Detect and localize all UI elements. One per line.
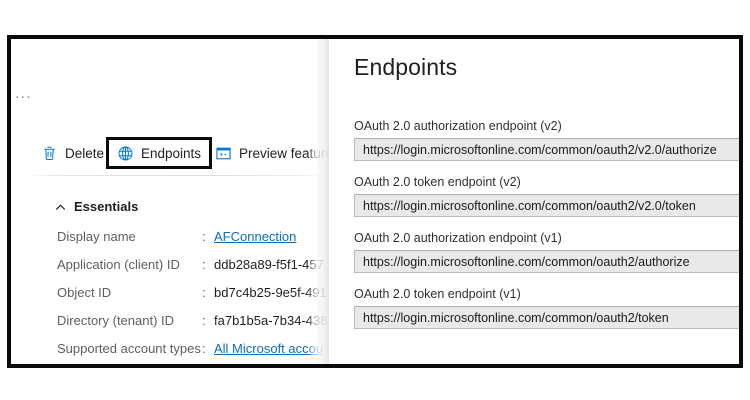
- property-separator: :: [202, 257, 206, 272]
- property-value-link[interactable]: AFConnection: [214, 229, 297, 244]
- endpoint-label: OAuth 2.0 authorization endpoint (v1): [354, 231, 562, 245]
- property-label: Supported account types: [57, 341, 201, 356]
- overflow-menu-button[interactable]: ...: [15, 85, 33, 102]
- endpoint-label: OAuth 2.0 token endpoint (v2): [354, 175, 521, 189]
- chevron-up-icon: [55, 201, 66, 212]
- command-bar: Delete Endpoints: [11, 136, 329, 172]
- essentials-row-application-client-id: Application (client) ID : ddb28a89-f5f1-…: [57, 257, 329, 285]
- endpoint-label: OAuth 2.0 authorization endpoint (v2): [354, 119, 562, 133]
- property-value: bd7c4b25-9e5f-491: [214, 285, 327, 300]
- preview-feature-icon: [215, 145, 232, 162]
- endpoint-item-oauth2-token-v1: OAuth 2.0 token endpoint (v1): [354, 287, 739, 329]
- property-separator: :: [202, 285, 206, 300]
- endpoints-panel: Endpoints OAuth 2.0 authorization endpoi…: [329, 39, 739, 364]
- essentials-section-title: Essentials: [74, 199, 139, 214]
- essentials-property-list: Display name : AFConnection Application …: [57, 229, 329, 364]
- property-value: fa7b1b5a-7b34-438: [214, 313, 328, 328]
- property-value: ddb28a89-f5f1-457: [214, 257, 324, 272]
- endpoint-value-input[interactable]: [354, 138, 739, 161]
- trash-icon: [41, 145, 58, 162]
- property-label: Display name: [57, 229, 136, 244]
- essentials-row-supported-account-types: Supported account types : All Microsoft …: [57, 341, 329, 364]
- essentials-row-display-name: Display name : AFConnection: [57, 229, 329, 257]
- app-registration-blade: ... Delete: [11, 39, 329, 364]
- endpoint-label: OAuth 2.0 token endpoint (v1): [354, 287, 521, 301]
- endpoint-value-input[interactable]: [354, 194, 739, 217]
- globe-icon: [117, 145, 134, 162]
- command-bar-divider: [31, 175, 321, 176]
- property-label: Object ID: [57, 285, 112, 300]
- delete-button-label: Delete: [65, 145, 105, 161]
- property-separator: :: [202, 229, 206, 244]
- endpoint-list: OAuth 2.0 authorization endpoint (v2) OA…: [354, 119, 739, 343]
- delete-button[interactable]: Delete: [37, 138, 108, 168]
- property-separator: :: [202, 341, 206, 356]
- essentials-row-object-id: Object ID : bd7c4b25-9e5f-491: [57, 285, 329, 313]
- preview-feature-button-label: Preview feature: [239, 145, 329, 161]
- endpoint-item-oauth2-authorize-v2: OAuth 2.0 authorization endpoint (v2): [354, 119, 739, 161]
- endpoint-item-oauth2-token-v2: OAuth 2.0 token endpoint (v2): [354, 175, 739, 217]
- preview-feature-button[interactable]: Preview feature: [211, 138, 329, 168]
- endpoint-value-input[interactable]: [354, 250, 739, 273]
- endpoint-item-oauth2-authorize-v1: OAuth 2.0 authorization endpoint (v1): [354, 231, 739, 273]
- essentials-section-header[interactable]: Essentials: [55, 199, 138, 214]
- screenshot-frame: ... Delete: [7, 35, 743, 368]
- endpoints-button-label: Endpoints: [141, 145, 202, 161]
- property-separator: :: [202, 313, 206, 328]
- essentials-row-directory-tenant-id: Directory (tenant) ID : fa7b1b5a-7b34-43…: [57, 313, 329, 341]
- property-label: Application (client) ID: [57, 257, 180, 272]
- property-value-link[interactable]: All Microsoft accou: [214, 341, 324, 356]
- panel-title: Endpoints: [354, 54, 458, 80]
- endpoints-button[interactable]: Endpoints: [106, 137, 213, 169]
- endpoint-value-input[interactable]: [354, 306, 739, 329]
- property-label: Directory (tenant) ID: [57, 313, 175, 328]
